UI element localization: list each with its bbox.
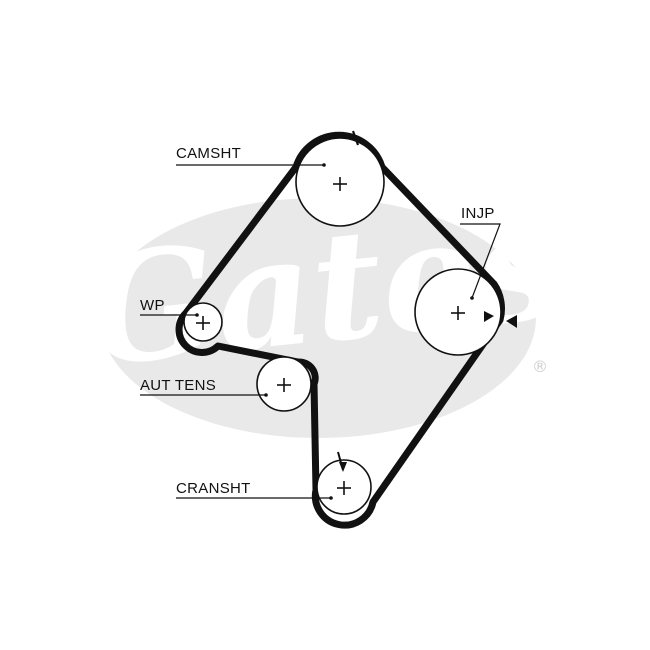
camshaft-pulley (295, 137, 385, 227)
water-pump-label: WP (140, 297, 165, 314)
auto-tensioner-label: AUT TENS (140, 377, 216, 394)
watermark-ellipse (100, 198, 536, 438)
camshaft-leader-dot (322, 163, 326, 167)
injection-pump-reference-arrow-icon (506, 315, 517, 328)
auto-tensioner-leader-dot (264, 393, 268, 397)
auto-tensioner-pulley (256, 356, 312, 412)
camshaft-label: CAMSHT (176, 145, 241, 162)
crankshaft-label: CRANSHT (176, 480, 251, 497)
injection-pump-pulley (414, 268, 502, 356)
crankshaft-leader-dot (329, 496, 333, 500)
water-pump-pulley (183, 302, 223, 342)
registered-mark: ® (532, 357, 548, 376)
injection-pump-timing-arrow-icon (484, 311, 494, 322)
timing-belt (175, 131, 505, 529)
camshaft-timing-mark (351, 130, 360, 146)
injection-pump-leader-dot (470, 296, 474, 300)
crankshaft-pulley (316, 459, 372, 515)
water-pump-leader-dot (195, 313, 199, 317)
injection-pump-leader-line (460, 223, 501, 299)
crankshaft-timing-arrow-icon (339, 462, 347, 472)
injection-pump-label: INJP (461, 205, 495, 222)
